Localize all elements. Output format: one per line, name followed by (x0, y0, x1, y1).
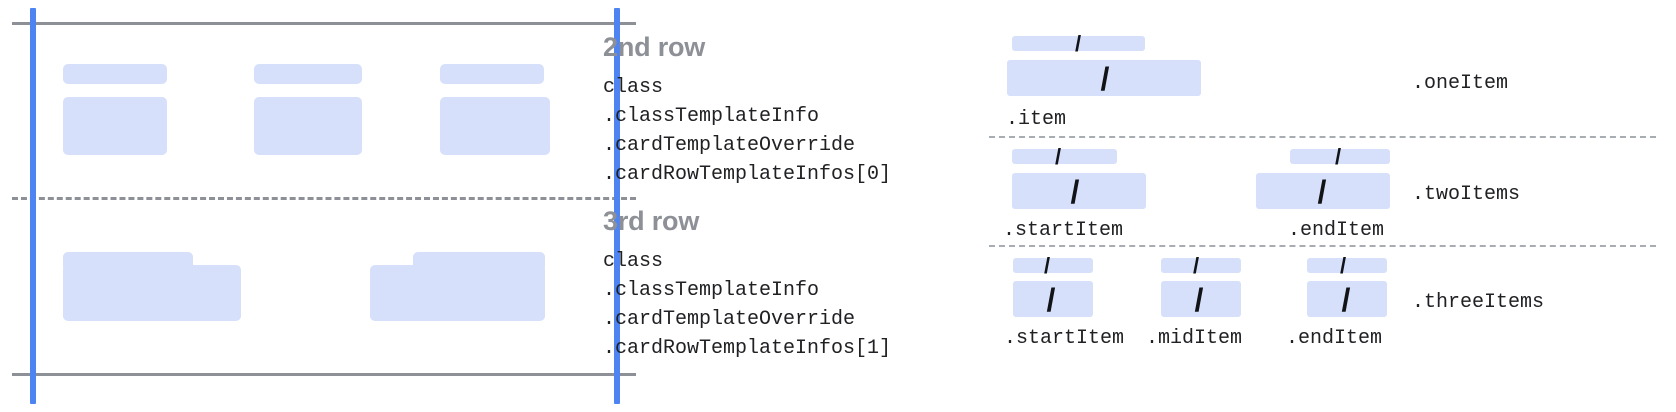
two-items-start-caption: .startItem (1003, 219, 1124, 242)
two-items-start-label-bar (1012, 149, 1117, 164)
two-items-end-caption: .endItem (1288, 219, 1385, 242)
third-row-line-3: .cardRowTemplateInfos[1] (603, 337, 892, 360)
one-item-caption: .item (1006, 108, 1067, 131)
card-right-edge-marker (614, 8, 620, 404)
row3-cell1-body-placeholder (63, 265, 241, 321)
row2-cell2-body-placeholder (254, 97, 362, 155)
second-row-annotation: 2nd row class .classTemplateInfo .cardTe… (603, 34, 891, 189)
row2-cell1-label-placeholder (63, 64, 167, 84)
card-bottom-rule (12, 373, 636, 376)
three-items-start-caption: .startItem (1004, 327, 1125, 350)
third-row-line-0: class (603, 250, 664, 273)
one-item-label-bar (1012, 36, 1145, 51)
three-items-end-caption: .endItem (1286, 327, 1383, 350)
third-row-line-1: .classTemplateInfo (603, 279, 820, 302)
three-items-start-label-bar (1013, 258, 1093, 273)
row-divider-dashed (12, 197, 636, 200)
second-row-line-3: .cardRowTemplateInfos[0] (603, 163, 892, 186)
third-row-title: 3rd row (603, 206, 700, 236)
row2-cell2-label-placeholder (254, 64, 362, 84)
card-left-edge-marker (30, 8, 36, 404)
row2-cell1-body-placeholder (63, 97, 167, 155)
three-items-start-body-bar (1013, 281, 1093, 317)
row3-cell2-body-placeholder (370, 265, 545, 321)
two-items-start-body-bar (1012, 173, 1146, 209)
row2-cell3-body-placeholder (440, 97, 550, 155)
three-items-end-label-bar (1307, 258, 1387, 273)
left-card-preview (0, 0, 660, 412)
second-row-line-1: .classTemplateInfo (603, 105, 820, 128)
three-items-mid-label-bar (1161, 258, 1241, 273)
second-row-line-2: .cardTemplateOverride (603, 134, 856, 157)
two-items-end-label-bar (1290, 149, 1390, 164)
second-row-line-0: class (603, 76, 664, 99)
third-row-line-2: .cardTemplateOverride (603, 308, 856, 331)
one-item-divider (989, 136, 1656, 138)
three-items-row-label: .threeItems (1412, 291, 1545, 314)
three-items-end-body-bar (1307, 281, 1387, 317)
one-item-body-bar (1007, 60, 1201, 96)
two-items-row-label: .twoItems (1412, 183, 1521, 206)
three-items-mid-body-bar (1161, 281, 1241, 317)
card-top-rule (12, 22, 636, 25)
two-items-end-body-bar (1256, 173, 1390, 209)
two-items-divider (989, 245, 1656, 247)
third-row-annotation: 3rd row class .classTemplateInfo .cardTe… (603, 208, 891, 363)
three-items-mid-caption: .midItem (1146, 327, 1243, 350)
one-item-row-label: .oneItem (1412, 72, 1509, 95)
row2-cell3-label-placeholder (440, 64, 544, 84)
second-row-title: 2nd row (603, 32, 706, 62)
